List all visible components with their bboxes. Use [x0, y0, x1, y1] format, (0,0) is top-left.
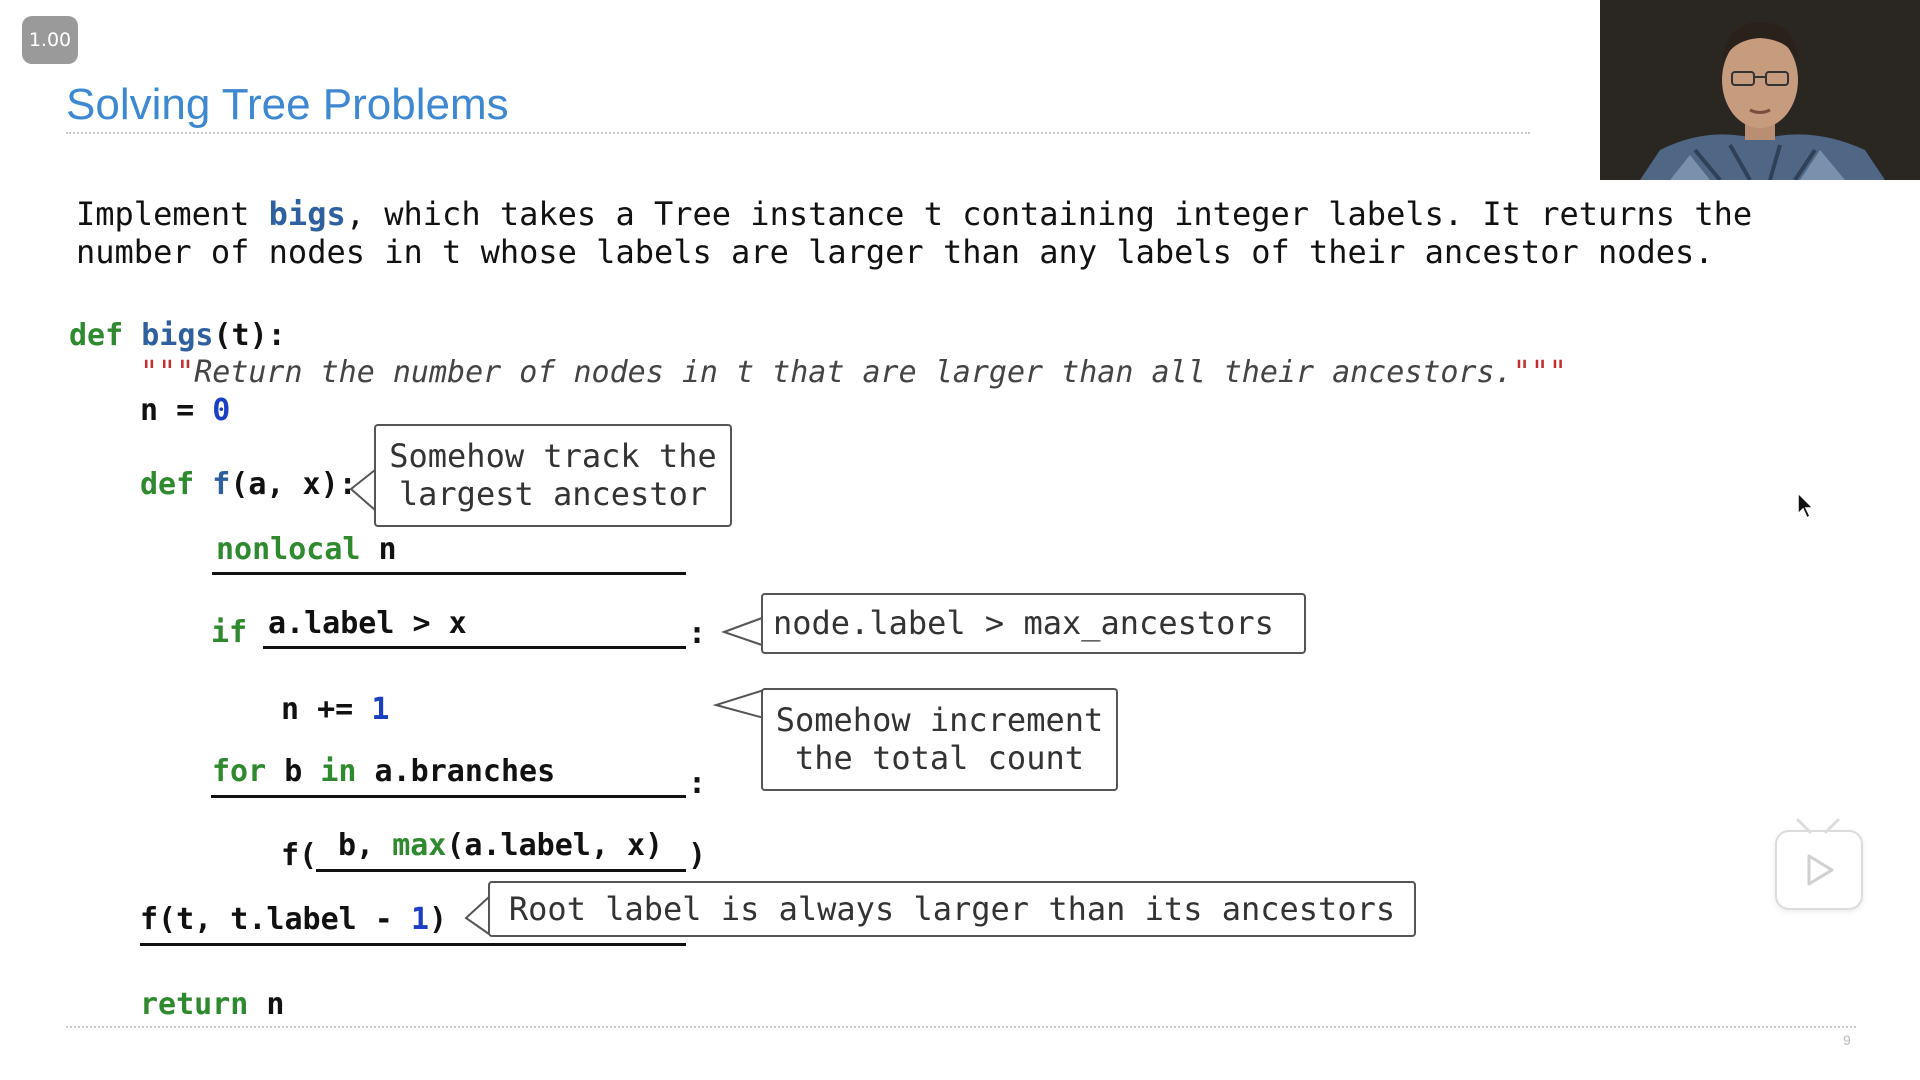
prose-function-name: bigs — [268, 195, 346, 233]
code-n-assign: n = 0 — [140, 393, 230, 428]
code-text: a.branches — [356, 754, 556, 789]
code-return: return n — [140, 987, 285, 1022]
prose-text: Implement — [76, 195, 269, 233]
problem-description: Implement bigs, which takes a Tree insta… — [76, 195, 1752, 271]
keyword: in — [320, 754, 357, 789]
code-for-line: for b in a.branches — [212, 754, 555, 789]
callout-condition: node.label > max_ancestors — [761, 593, 1306, 654]
keyword: for — [212, 754, 267, 789]
title-divider — [66, 132, 1530, 134]
keyword: nonlocal — [216, 532, 361, 567]
code-text: n += — [281, 692, 372, 727]
code-call-open: f( — [281, 838, 318, 873]
keyword: def — [140, 467, 195, 502]
code-text: ) — [429, 902, 448, 937]
keyword: def — [69, 318, 124, 353]
presenter-webcam — [1600, 0, 1920, 180]
code-colon: : — [688, 766, 707, 801]
code-text: n = — [140, 393, 213, 428]
code-text: (a, x): — [230, 467, 357, 502]
number-literal: 0 — [212, 393, 231, 428]
docstring-text: Return the number of nodes in t that are… — [194, 355, 1513, 390]
code-if-condition: a.label > x — [268, 606, 467, 641]
play-icon — [1807, 854, 1834, 886]
keyword: return — [140, 987, 249, 1022]
code-text: f(t, t.label - — [140, 902, 411, 937]
footer-divider — [66, 1026, 1856, 1028]
code-text: (a.label, x) — [446, 828, 664, 863]
mouse-cursor-icon — [1797, 492, 1815, 520]
code-root-call: f(t, t.label - 1) — [140, 902, 447, 937]
play-button[interactable] — [1775, 830, 1863, 910]
page-number: 9 — [1843, 1032, 1851, 1048]
code-if-keyword: if — [211, 615, 247, 650]
blank-underline — [212, 572, 686, 575]
callout-root-label: Root label is always larger than its anc… — [488, 881, 1416, 937]
slide-title: Solving Tree Problems — [66, 80, 509, 129]
presenter-video-frame — [1600, 0, 1920, 180]
blank-underline — [211, 795, 686, 798]
code-colon: : — [688, 616, 707, 651]
code-text: n — [248, 987, 285, 1022]
number-literal: 1 — [371, 692, 390, 727]
code-text: b — [266, 754, 321, 789]
function-name: bigs — [141, 318, 214, 353]
code-text: (t): — [213, 318, 286, 353]
number-literal: 1 — [410, 902, 429, 937]
code-def-line: def bigs(t): — [69, 318, 286, 353]
code-inner-def: def f(a, x): — [140, 467, 357, 502]
keyword: if — [211, 615, 248, 650]
blank-underline — [263, 646, 686, 649]
code-nonlocal: nonlocal n — [216, 532, 397, 567]
code-call-args: b, max(a.label, x) — [338, 828, 663, 863]
callout-track-ancestor: Somehow track the largest ancestor — [374, 424, 732, 527]
builtin-name: max — [392, 828, 447, 863]
function-name: f — [212, 467, 231, 502]
blank-underline — [316, 869, 686, 872]
playback-speed-badge[interactable]: 1.00 — [22, 16, 78, 64]
code-call-close: ) — [688, 838, 707, 873]
code-increment: n += 1 — [281, 692, 389, 727]
code-docstring: """Return the number of nodes in t that … — [140, 355, 1567, 390]
code-text: n — [360, 532, 397, 567]
prose-text: , which takes a Tree instance t containi… — [345, 195, 1753, 233]
callout-increment: Somehow increment the total count — [761, 688, 1118, 791]
docstring-quote: """ — [140, 355, 195, 390]
prose-text: number of nodes in t whose labels are la… — [76, 233, 1714, 271]
code-text: b, — [338, 828, 393, 863]
blank-underline — [140, 943, 686, 946]
play-button-antenna-icon — [1796, 818, 1840, 834]
docstring-quote: """ — [1512, 355, 1567, 390]
